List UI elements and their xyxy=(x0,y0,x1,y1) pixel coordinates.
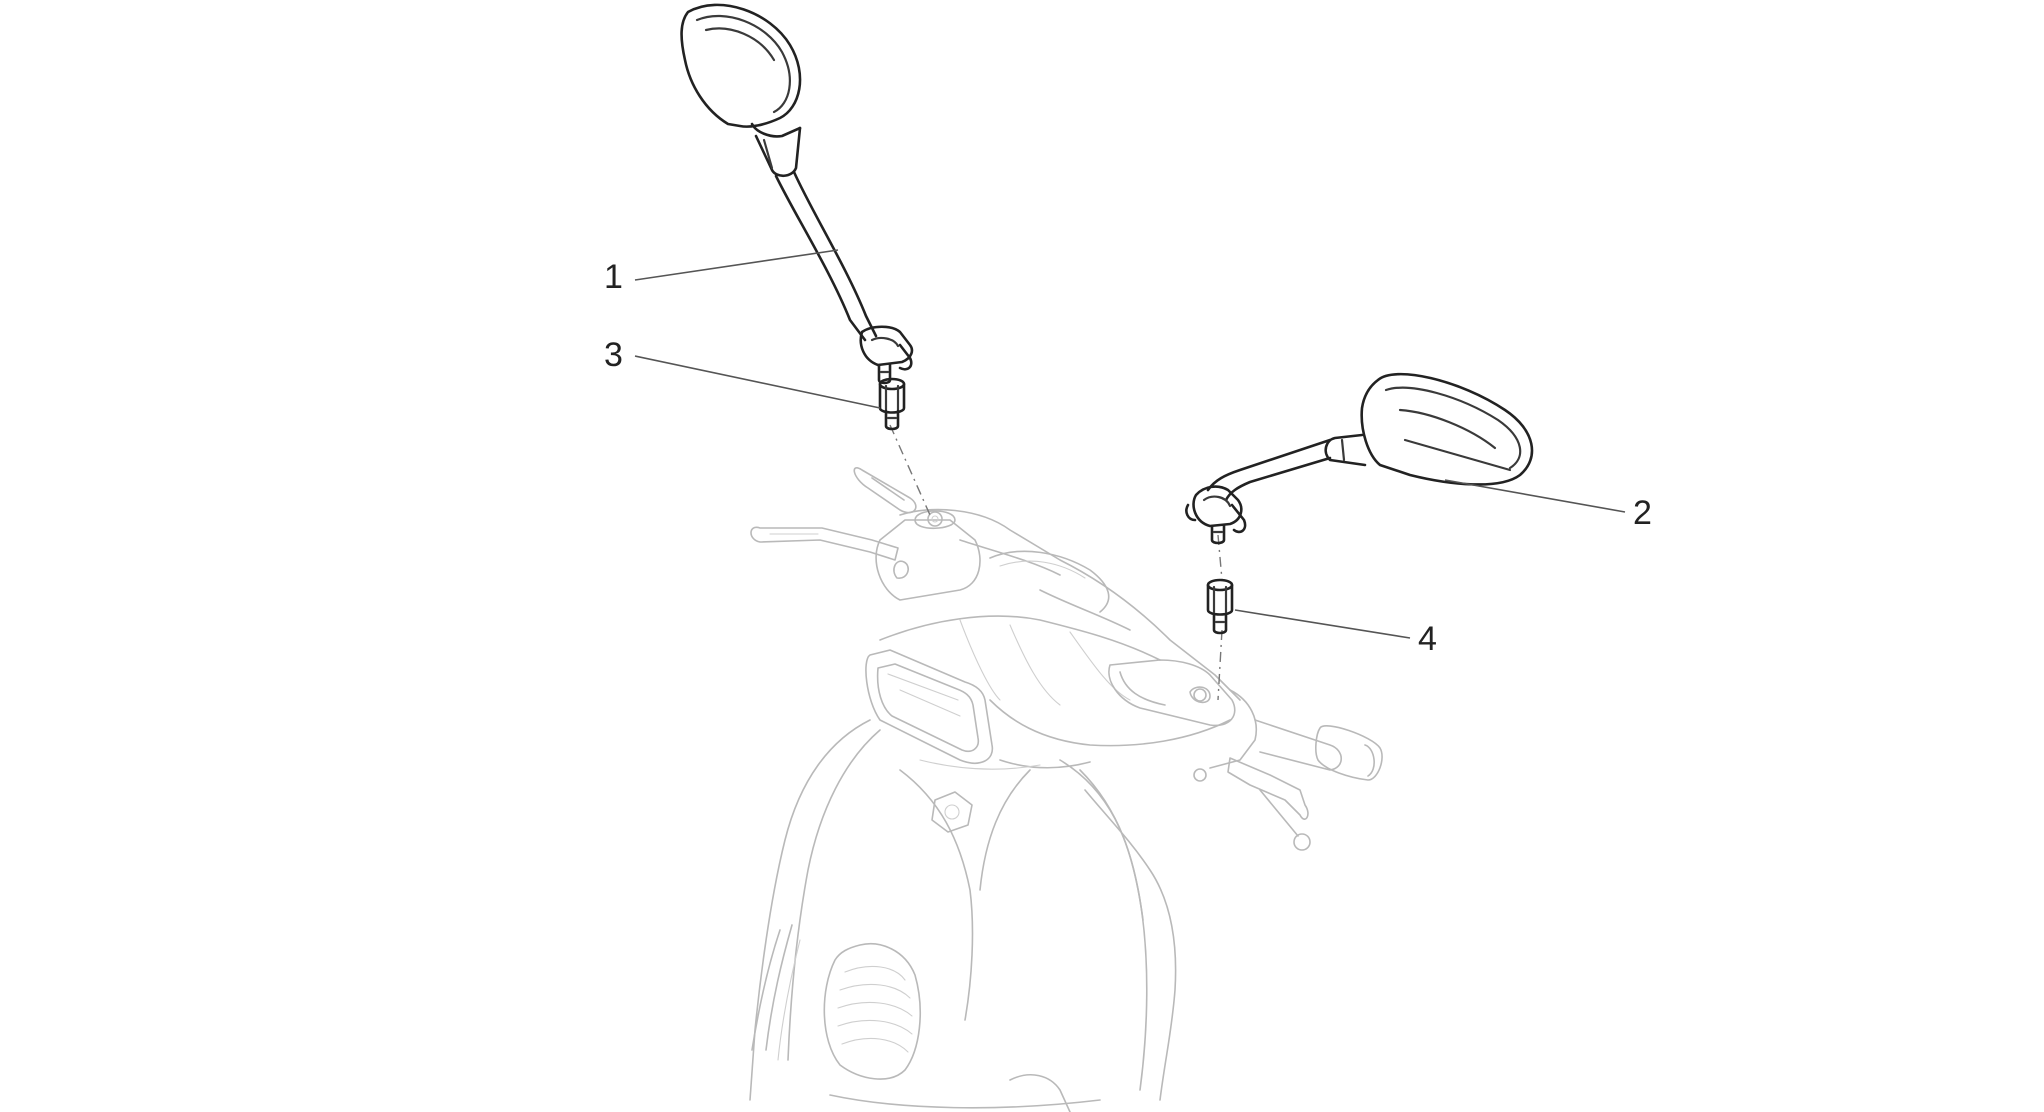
mirror-left xyxy=(680,3,914,385)
leader-3 xyxy=(634,355,881,409)
callout-4: 4 xyxy=(1418,620,1437,658)
adapter-screw-left xyxy=(878,377,906,431)
callout-2: 2 xyxy=(1633,494,1652,532)
callout-3: 3 xyxy=(604,336,623,374)
mirror-right xyxy=(1185,372,1534,545)
scooter-front-assembly xyxy=(749,467,1383,1112)
leader-2 xyxy=(1444,479,1626,513)
adapter-screw-right xyxy=(1206,578,1234,635)
leader-1 xyxy=(634,249,839,281)
callout-1: 1 xyxy=(604,258,623,296)
leader-4 xyxy=(1234,609,1411,639)
